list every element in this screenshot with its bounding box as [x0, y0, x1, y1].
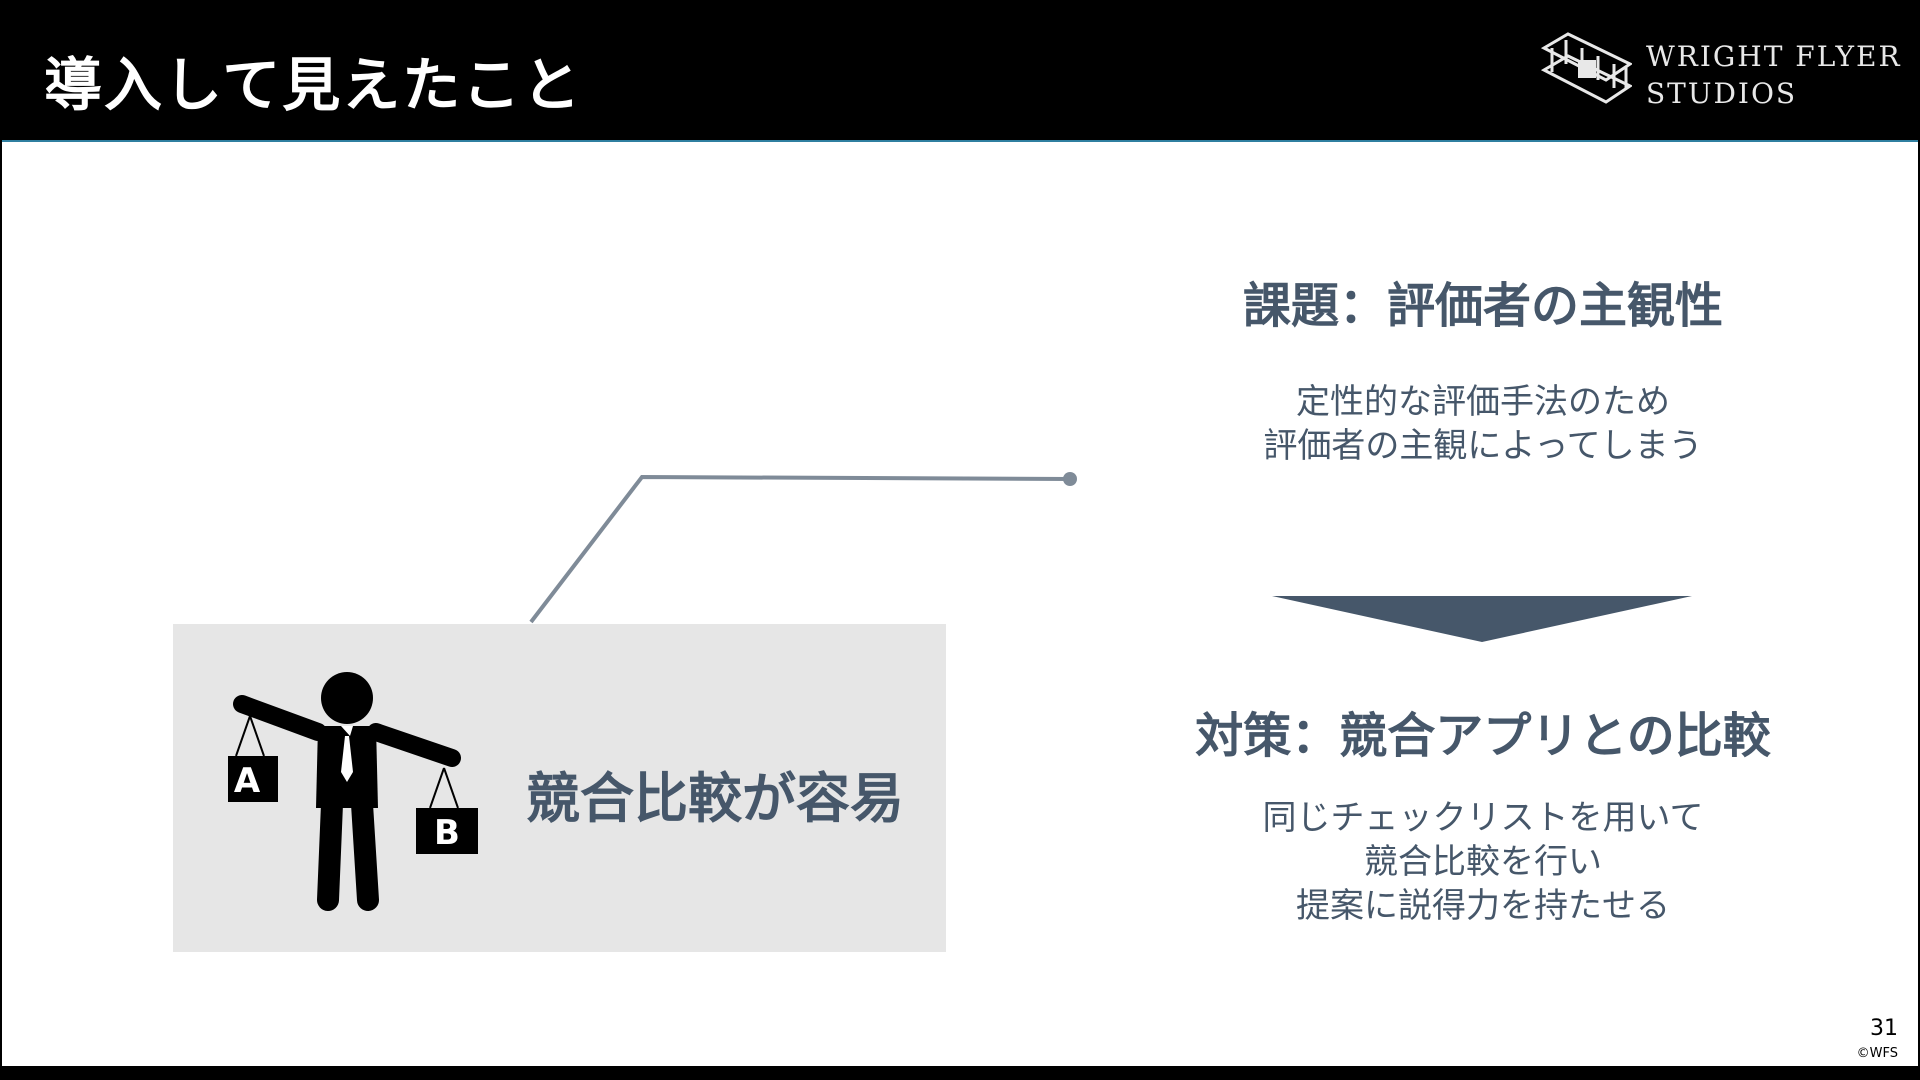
- header-bar: 導入して見えたこと WRIGHT FLYER STUDIOS: [0, 0, 1920, 138]
- logo-line-2: STUDIOS: [1646, 77, 1798, 110]
- connector-end-dot: [1063, 472, 1077, 486]
- issue-title: 課題：評価者の主観性: [1242, 278, 1723, 334]
- highlight-box: [173, 624, 946, 952]
- biplane-logo-icon: [1540, 32, 1632, 104]
- company-logo-text: WRIGHT FLYER STUDIOS: [1646, 38, 1902, 112]
- solution-line: 提案に説得力を持たせる: [1296, 886, 1670, 926]
- footer-bar: [0, 1066, 1920, 1080]
- scale-sign-b: B: [434, 813, 460, 853]
- page-number: 31: [1870, 1016, 1898, 1041]
- issue-line: 評価者の主観によってしまう: [1263, 426, 1703, 466]
- person-balancing-scales-icon: A B: [228, 672, 478, 911]
- solution-title: 対策：競合アプリとの比較: [1195, 708, 1771, 764]
- highlight-label: 競合比較が容易: [526, 767, 904, 830]
- issue-description: 定性的な評価手法のため 評価者の主観によってしまう: [1140, 380, 1826, 468]
- copyright-notice: ©WFS: [1856, 1046, 1898, 1061]
- page-title: 導入して見えたこと: [44, 51, 583, 119]
- solution-line: 競合比較を行い: [1364, 842, 1602, 882]
- down-triangle-arrow-icon: [1272, 596, 1692, 642]
- solution-description: 同じチェックリストを用いて 競合比較を行い 提案に説得力を持たせる: [1140, 796, 1826, 928]
- issue-line: 定性的な評価手法のため: [1296, 382, 1670, 422]
- logo-line-1: WRIGHT FLYER: [1646, 40, 1902, 73]
- scale-sign-a: A: [234, 761, 261, 801]
- solution-line: 同じチェックリストを用いて: [1262, 798, 1704, 838]
